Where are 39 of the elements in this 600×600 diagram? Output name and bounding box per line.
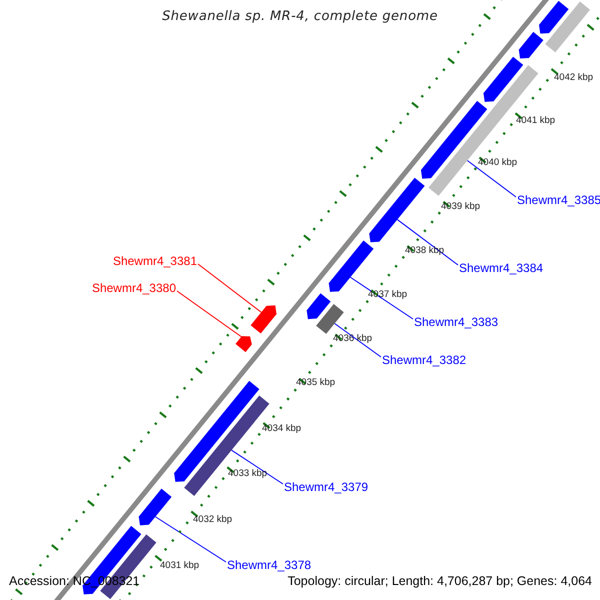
title: Shewanella sp. MR-4, complete genome xyxy=(161,9,439,24)
leader-line xyxy=(231,450,284,484)
gene-feature xyxy=(328,240,374,292)
gene-label: Shewmr4_3378 xyxy=(227,558,312,572)
scale-label: 4036 kbp xyxy=(333,333,372,344)
scale-label: 4039 kbp xyxy=(441,201,480,212)
gene-feature xyxy=(428,65,538,196)
genome-stats-text: Topology: circular; Length: 4,706,287 bp; Genes: 4,064 xyxy=(288,574,592,588)
scale-label: 4035 kbp xyxy=(296,377,336,388)
leader-line xyxy=(176,290,242,338)
gene-feature xyxy=(250,305,276,334)
leader-line xyxy=(334,323,382,358)
gene-label: Shewmr4_3383 xyxy=(414,315,498,329)
scale-label: 4040 kbp xyxy=(478,157,518,168)
scale-label: 4031 kbp xyxy=(160,560,200,571)
gene-feature xyxy=(545,2,590,52)
gene-feature xyxy=(369,178,425,242)
gene-feature xyxy=(236,336,252,352)
gene-feature xyxy=(483,56,524,102)
gene-label: Shewmr4_3384 xyxy=(459,261,544,275)
gene-feature xyxy=(316,304,344,334)
leader-line xyxy=(350,276,414,320)
gene-label: Shewmr4_3382 xyxy=(382,353,466,367)
scale-label: 4033 kbp xyxy=(228,468,268,479)
gene-feature xyxy=(539,0,569,34)
gene-label: Shewmr4_3379 xyxy=(284,480,368,494)
leader-line xyxy=(396,219,458,266)
scale-label: 4034 kbp xyxy=(262,423,302,434)
gene-label: Shewmr4_3381 xyxy=(112,254,197,268)
leader-line xyxy=(198,264,262,313)
gene-feature xyxy=(306,293,331,320)
leader-line xyxy=(466,160,516,198)
scale-label: 4041 kbp xyxy=(516,115,556,126)
scale-label: 4042 kbp xyxy=(554,72,594,83)
gene-feature xyxy=(138,488,172,526)
leader-line xyxy=(154,516,226,562)
gene-feature xyxy=(518,32,544,58)
gene-label: Shewmr4_3380 xyxy=(92,281,176,295)
scale-label: 4032 kbp xyxy=(193,514,232,525)
